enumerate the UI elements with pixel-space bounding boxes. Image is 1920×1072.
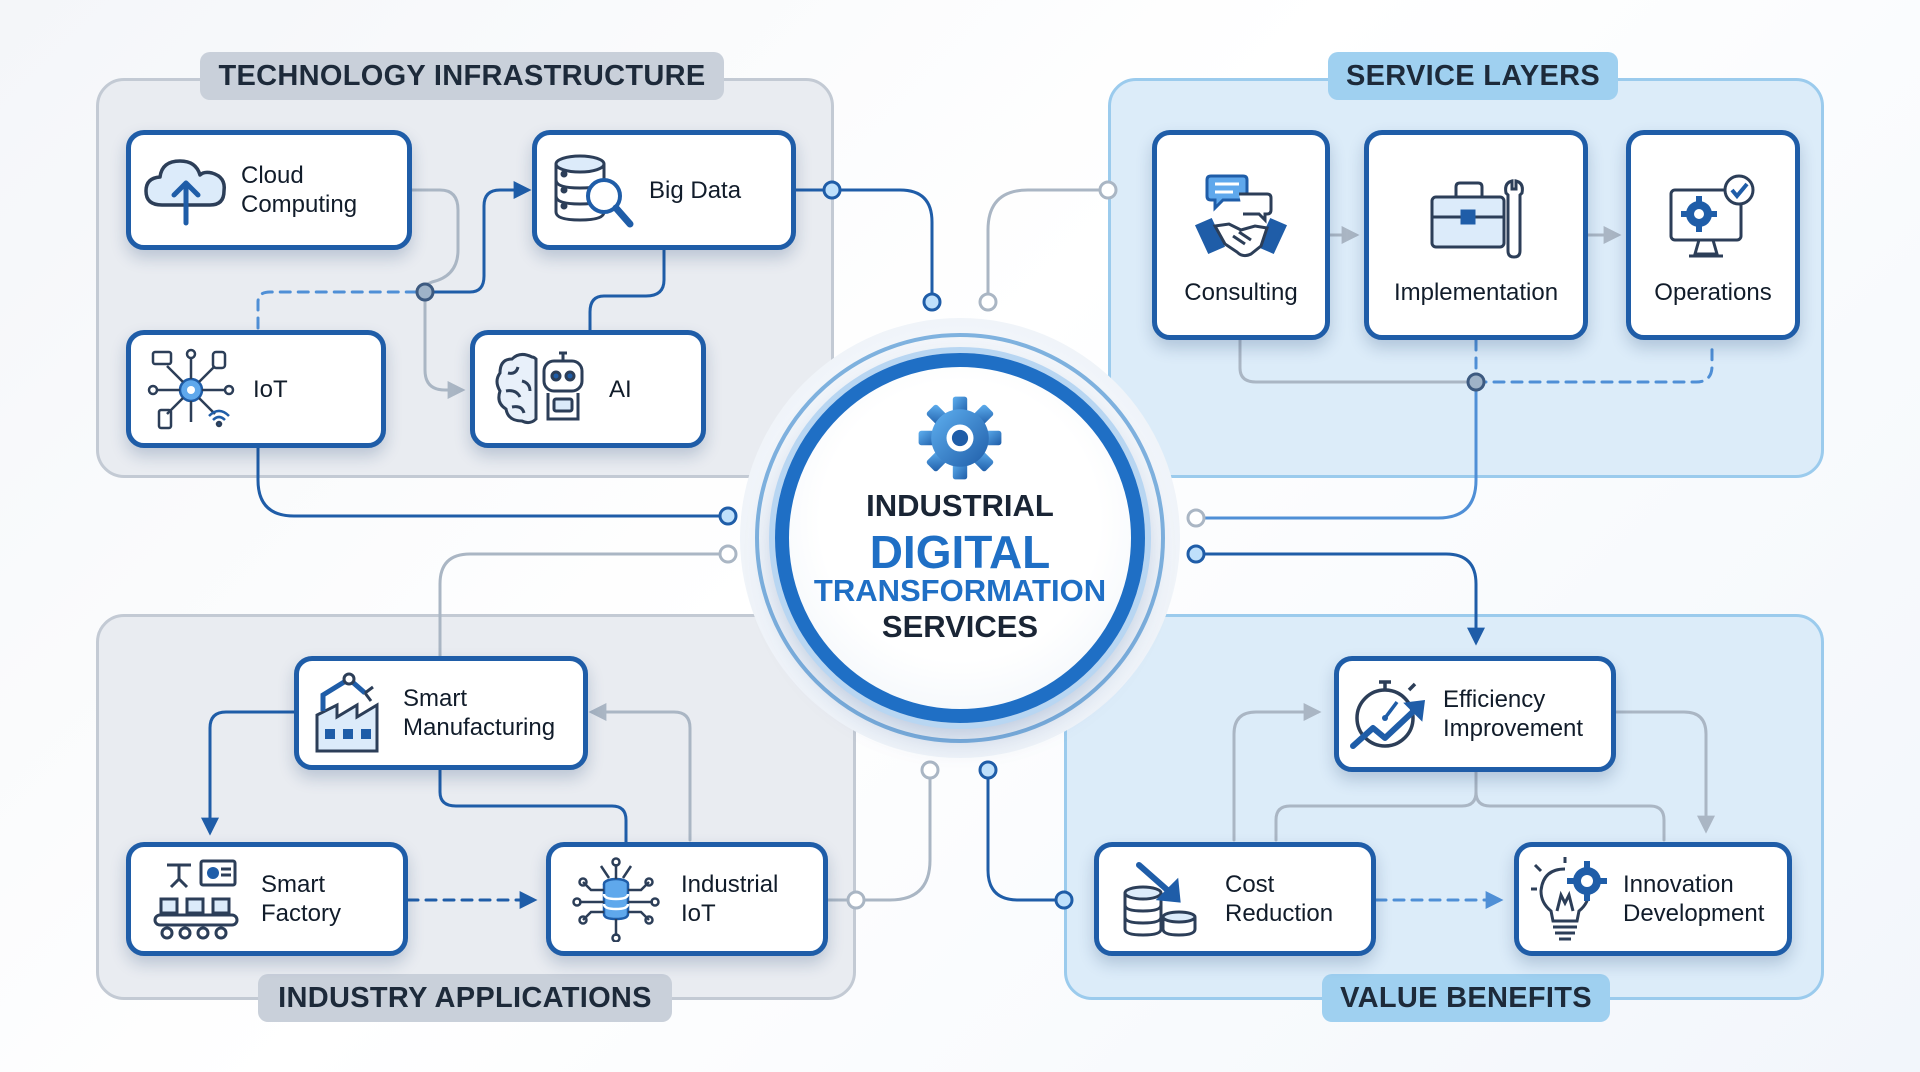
line-iot-to-hub (256, 446, 730, 518)
line-consulting-to-ops-bus (1238, 338, 1468, 384)
line-cloud-to-junction (410, 188, 460, 287)
node-smart-factory: Smart Factory (126, 842, 408, 956)
line-manufacturing-to-smartfactory (201, 710, 298, 836)
node-industrial-iot: Industrial IoT (546, 842, 828, 956)
robot-arm-factory-icon (299, 663, 403, 763)
line-bigdata-to-hub (778, 188, 934, 304)
section-title-industry-applications: INDUSTRY APPLICATIONS (258, 974, 672, 1022)
line-junction-to-bigdata (423, 181, 532, 294)
connector-dot-hub-bottom-right (978, 760, 998, 780)
connector-dot-hub-top-left (922, 292, 942, 312)
toolbox-wrench-icon (1421, 168, 1531, 268)
brain-robot-icon (475, 339, 609, 439)
connector-dot-service-layers (1098, 180, 1118, 200)
node-efficiency-improvement: Efficiency Improvement (1334, 656, 1616, 772)
line-bigdata-to-ai (588, 248, 666, 336)
lightbulb-gear-icon (1519, 849, 1623, 949)
label-ai: AI (609, 375, 632, 403)
stopwatch-trend-icon (1339, 664, 1443, 764)
connector-dot-hub-right-bottom (1186, 544, 1206, 564)
hub-title-line4: SERVICES (881, 609, 1039, 644)
iot-network-icon (131, 339, 253, 439)
label-big-data: Big Data (649, 176, 742, 204)
line-efficiency-bus (1274, 770, 1666, 842)
label-smart-manufacturing: Smart Manufacturing (403, 685, 556, 741)
label-innovation-development: Innovation Development (1623, 871, 1765, 927)
connector-dot-cost-reduction (1054, 890, 1074, 910)
hub-title-line2: DIGITAL (869, 526, 1051, 578)
conveyor-robot-icon (131, 849, 261, 949)
line-efficiency-to-innovation (1614, 710, 1715, 834)
chip-database-icon (551, 849, 681, 949)
label-efficiency-improvement: Efficiency Improvement (1443, 686, 1584, 742)
hub-title-line1: INDUSTRIAL (866, 488, 1054, 523)
line-hub-to-efficiency (1194, 552, 1485, 646)
connector-dot-industrial-iot (846, 890, 866, 910)
node-operations: Operations (1626, 130, 1800, 340)
line-bus-to-hub (1194, 388, 1478, 520)
label-smart-factory: Smart Factory (261, 871, 342, 927)
label-operations: Operations (1654, 278, 1772, 306)
line-iot-dashed-to-junction (256, 290, 420, 330)
monitor-gear-check-icon (1658, 168, 1768, 268)
connector-dot-hub-left-top (718, 506, 738, 526)
section-title-service-layers: SERVICE LAYERS (1328, 52, 1618, 100)
label-industrial-iot: Industrial IoT (681, 871, 779, 927)
line-cost-to-efficiency (1232, 703, 1322, 842)
label-consulting: Consulting (1184, 278, 1298, 306)
connector-dot-hub-top-right (978, 292, 998, 312)
gear-icon (918, 396, 1002, 480)
line-industrialiot-to-hub (826, 768, 932, 902)
junction-dot-service (1466, 372, 1486, 392)
label-cloud-computing: Cloud Computing (241, 162, 358, 218)
node-iot: IoT (126, 330, 386, 448)
node-implementation: Implementation (1364, 130, 1588, 340)
connector-dot-hub-bottom-left (920, 760, 940, 780)
hub-title-line3: TRANSFORMATION (813, 573, 1107, 608)
section-title-technology-infrastructure: TECHNOLOGY INFRASTRUCTURE (200, 52, 724, 100)
node-consulting: Consulting (1152, 130, 1330, 340)
section-title-value-benefits: VALUE BENEFITS (1322, 974, 1610, 1022)
label-iot: IoT (253, 375, 288, 403)
node-big-data: Big Data (532, 130, 796, 250)
connector-dot-bigdata (822, 180, 842, 200)
node-smart-manufacturing: Smart Manufacturing (294, 656, 588, 770)
line-hub-to-manufacturing (438, 552, 730, 662)
label-cost-reduction: Cost Reduction (1225, 871, 1334, 927)
line-hub-to-cost (986, 768, 1062, 902)
label-implementation: Implementation (1393, 278, 1559, 306)
junction-dot-tech (415, 282, 435, 302)
line-manufacturing-to-industrialiot (438, 768, 628, 844)
node-ai: AI (470, 330, 706, 448)
line-hub-to-service-layers (986, 188, 1110, 304)
hub-ring (755, 333, 1165, 743)
node-cloud-computing: Cloud Computing (126, 130, 412, 250)
database-search-icon (537, 140, 649, 240)
handshake-chat-icon (1186, 168, 1296, 268)
connector-dot-hub-left-bottom (718, 544, 738, 564)
cloud-upload-icon (131, 140, 241, 240)
node-cost-reduction: Cost Reduction (1094, 842, 1376, 956)
line-industrialiot-to-manufacturing (588, 703, 692, 842)
connector-dot-hub-right-top (1186, 508, 1206, 528)
node-innovation-development: Innovation Development (1514, 842, 1792, 956)
coins-down-icon (1099, 849, 1225, 949)
line-junction-to-ai (423, 298, 466, 399)
line-ops-bus-dashed (1474, 343, 1714, 384)
